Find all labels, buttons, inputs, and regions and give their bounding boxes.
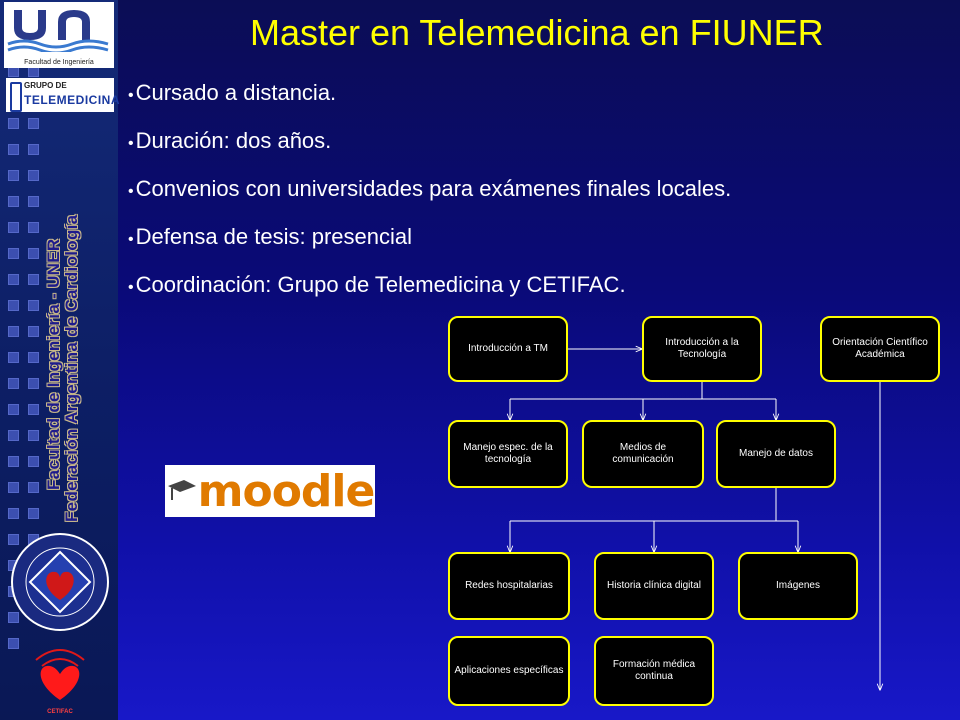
box-manejo-datos: Manejo de datos — [716, 420, 836, 488]
bullet-item: •Cursado a distancia. — [128, 80, 337, 105]
box-intro-tecnologia: Introducción a la Tecnología — [642, 316, 762, 382]
box-historia: Historia clínica digital — [594, 552, 714, 620]
group-label: GRUPO DE — [24, 81, 67, 90]
sidebar-squares-right — [28, 40, 39, 560]
bullet-icon: • — [128, 183, 134, 200]
graduation-cap-icon — [167, 480, 196, 500]
bullet-item: •Defensa de tesis: presencial — [128, 224, 412, 249]
bullet-icon: • — [128, 87, 134, 104]
moodle-logo: moodle — [165, 465, 375, 517]
fac-seal — [10, 532, 110, 632]
box-formacion: Formación médica continua — [594, 636, 714, 706]
uner-logo: Facultad de Ingeniería — [4, 2, 114, 68]
box-orientacion: Orientación Científico Académica — [820, 316, 940, 382]
box-imagenes: Imágenes — [738, 552, 858, 620]
bullet-item: •Duración: dos años. — [128, 128, 332, 153]
fac-seal-icon — [11, 533, 109, 631]
box-manejo-espec: Manejo espec. de la tecnología — [448, 420, 568, 488]
bullet-icon: • — [128, 135, 134, 152]
bullet-item: •Convenios con universidades para exámen… — [128, 176, 732, 201]
vertical-text-uner: Facultad de Ingeniería - UNER — [44, 238, 63, 490]
bullet-list: •Cursado a distancia. •Duración: dos año… — [128, 80, 731, 320]
bullet-icon: • — [128, 279, 134, 296]
bullet-item: •Coordinación: Grupo de Telemedicina y C… — [128, 272, 626, 297]
cetifac-logo: CETIFAC — [28, 640, 92, 716]
page-title: Master en Telemedicina en FIUNER — [250, 12, 824, 53]
heart-icon — [35, 649, 85, 700]
group-name: TELEMEDICINA — [24, 93, 120, 107]
box-redes: Redes hospitalarias — [448, 552, 570, 620]
box-aplicaciones: Aplicaciones específicas — [448, 636, 570, 706]
logo-caption: Facultad de Ingeniería — [24, 59, 94, 66]
bullet-icon: • — [128, 231, 134, 248]
box-intro-tm: Introducción a TM — [448, 316, 568, 382]
uner-logo-icon — [7, 10, 109, 55]
vertical-text-fac: Federación Argentina de Cardiología — [62, 214, 81, 522]
group-g-icon — [10, 82, 22, 112]
box-medios: Medios de comunicación — [582, 420, 704, 488]
cetifac-caption: CETIFAC — [47, 709, 73, 715]
telemedicina-logo: GRUPO DE TELEMEDICINA — [6, 78, 120, 112]
sidebar-squares-left — [8, 40, 19, 664]
sidebar: Facultad de Ingeniería GRUPO DE TELEMEDI… — [0, 0, 120, 720]
moodle-wordmark: moodle — [197, 465, 376, 517]
